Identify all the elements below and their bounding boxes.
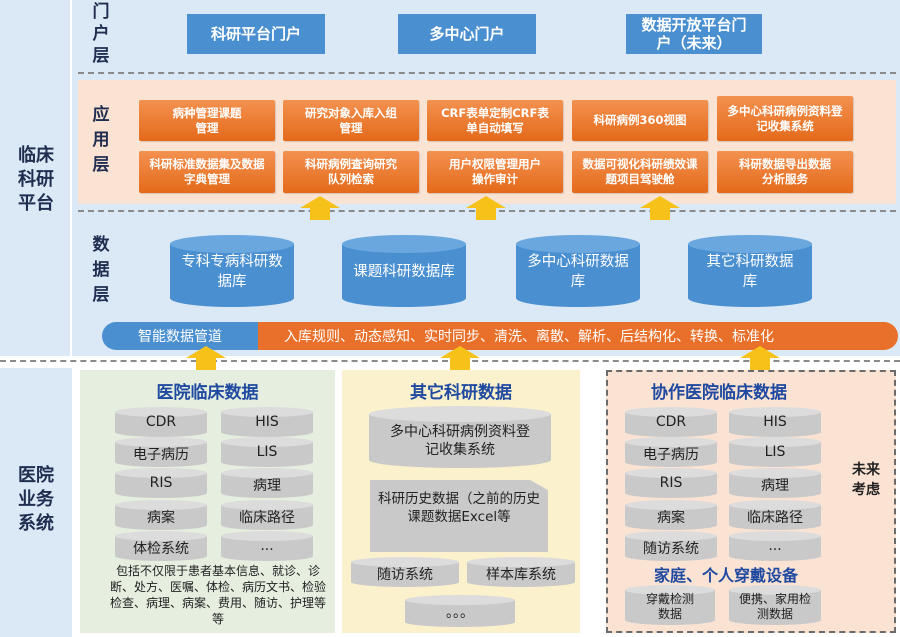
database-icon [170,235,294,307]
db-project: 课题科研数据库 [353,264,455,280]
db-emr: 电子病历 [114,436,208,468]
db-checkup: 体检系统 [114,530,208,562]
divider-1 [78,72,896,74]
app-layer-label: 应用层 [92,104,110,175]
partner-title: 协作医院临床数据 [651,383,787,403]
hospital-title: 医院临床数据 [156,383,259,403]
pipeline-right: 入库规则、动态感知、实时同步、清洗、离散、解析、后结构化、转换、标准化 [258,322,898,350]
business-label: 医院业务系统 [18,465,54,534]
arrow-up-icon [300,196,340,220]
data-layer-label: 数据层 [92,234,110,305]
db-clinical-path: 临床路径 [220,499,314,531]
db-partner-emr: 电子病历 [624,436,718,468]
arrow-up-icon [440,346,480,370]
history-doc-text: 科研历史数据（之前的历史课题数据Excel等 [378,491,540,525]
platform-label-box [0,0,72,356]
db-sample: 样本库系统 [466,556,576,588]
history-doc [370,480,548,552]
app-crf[interactable]: CRF表单定制CRF表单自动填写 [427,100,563,141]
arrow-up-icon [466,196,506,220]
app-user-permission[interactable]: 用户权限管理用户操作审计 [427,151,563,193]
app-case-360[interactable]: 科研病例360视图 [572,100,708,141]
db-specialty: 专科专病科研数据库 [181,254,283,290]
db-partner-medical-record: 病案 [624,499,718,531]
app-subject-enroll[interactable]: 研究对象入库入组管理 [283,100,419,141]
db-multicenter-collect: 多中心科研病例资料登记收集系统 [368,405,552,469]
portal-layer-label: 门户层 [92,2,110,66]
db-partner-followup: 随访系统 [624,530,718,562]
db-pathology: 病理 [220,467,314,499]
business-label-box [0,368,72,637]
app-disease-project[interactable]: 病种管理课题管理 [139,100,275,141]
db-partner-cdr: CDR [624,406,718,438]
portal-open-data[interactable]: 数据开放平台门户（未来） [626,14,762,54]
db-home-device: 便携、家用检测数据 [728,584,822,626]
db-wearable: 穿戴检测数据 [624,584,716,626]
db-medical-record: 病案 [114,499,208,531]
app-standard-dataset[interactable]: 科研标准数据集及数据字典管理 [139,151,275,193]
db-his: HIS [220,406,314,438]
app-data-visual[interactable]: 数据可视化科研绩效课题项目驾驶舱 [572,151,708,193]
db-ris: RIS [114,467,208,499]
db-other: 其它科研数据库 [706,254,794,290]
portal-research[interactable]: 科研平台门户 [187,14,325,54]
db-partner-more: ... [728,530,822,562]
platform-label: 临床科研平台 [18,145,54,214]
db-multicenter: 多中心科研数据库 [527,254,629,290]
database-icon [688,235,812,307]
wearable-title: 家庭、个人穿戴设备 [653,566,798,585]
arrow-up-icon [640,196,680,220]
arrow-up-icon [740,346,780,370]
db-partner-clinical-path: 临床路径 [728,499,822,531]
db-lis: LIS [220,436,314,468]
db-etc: 。。。 [404,594,516,628]
app-case-query[interactable]: 科研病例查询研究队列检索 [283,151,419,193]
db-partner-pathology: 病理 [728,467,822,499]
pipeline-left: 智能数据管道 [102,322,258,350]
db-partner-his: HIS [728,406,822,438]
hospital-note: 包括不仅限于患者基本信息、就诊、诊断、处方、医嘱、体检、病历文书、检验检查、病理… [110,564,327,626]
db-partner-lis: LIS [728,436,822,468]
db-more: ... [220,530,314,562]
db-cdr: CDR [114,406,208,438]
future-consider: 未来考虑 [852,462,880,498]
app-data-export[interactable]: 科研数据导出数据分析服务 [717,151,853,193]
db-followup: 随访系统 [350,556,460,588]
other-title: 其它科研数据 [410,383,512,403]
db-partner-ris: RIS [624,467,718,499]
database-icon [516,235,640,307]
app-multicenter-collect[interactable]: 多中心科研病例资料登记收集系统 [717,96,853,141]
database-icon [342,235,466,307]
arrow-up-icon [186,346,226,370]
portal-multicenter[interactable]: 多中心门户 [398,14,536,54]
